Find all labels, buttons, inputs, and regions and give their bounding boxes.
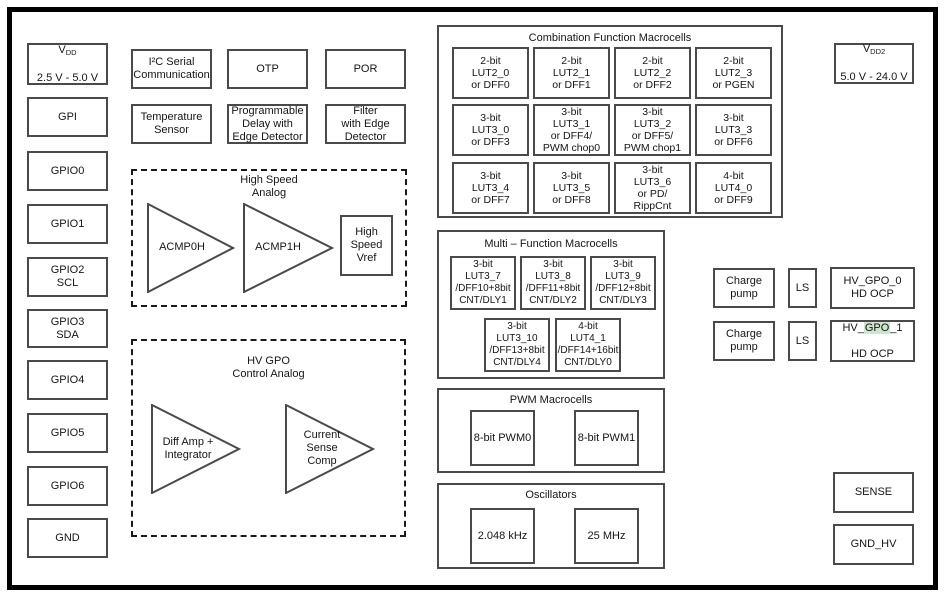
block-hv-gpo-0: HV_GPO_0 HD OCP	[830, 267, 915, 309]
group-combination-macrocells: Combination Function Macrocells 2-bit LU…	[437, 25, 783, 218]
group-pwm-macrocells: PWM Macrocells 8-bit PWM0 8-bit PWM1	[437, 388, 665, 473]
diff-amp-triangle	[151, 404, 241, 494]
macrocell-lut2-0: 2-bit LUT2_0 or DFF0	[452, 47, 529, 99]
macrocell-pwm1: 8-bit PWM1	[574, 410, 639, 466]
macrocell-pwm0: 8-bit PWM0	[470, 410, 535, 466]
acmp0h-triangle	[147, 203, 235, 293]
hv-gpo-1-highlight: GPO	[863, 321, 891, 334]
macrocell-lut3-10: 3-bit LUT3_10 /DFF13+8bit CNT/DLY4	[484, 318, 550, 372]
pin-gpio5: GPIO5	[27, 413, 108, 453]
pin-gpio3-sda: GPIO3 SDA	[27, 309, 108, 348]
group-multi-function-macrocells: Multi – Function Macrocells 3-bit LUT3_7…	[437, 230, 665, 379]
group-hv-gpo-analog-title: HV GPO Control Analog	[232, 355, 305, 380]
macrocell-lut2-2: 2-bit LUT2_2 or DFF2	[614, 47, 691, 99]
block-filter-edge: Filter with Edge Detector	[325, 104, 406, 144]
current-sense-triangle	[285, 404, 375, 494]
pin-vdd-range: 2.5 V - 5.0 V	[36, 71, 99, 84]
macrocell-lut3-7: 3-bit LUT3_7 /DFF10+8bit CNT/DLY1	[450, 256, 516, 310]
diagram-outer-frame	[7, 7, 938, 590]
block-ls-1: LS	[788, 321, 817, 361]
group-pwm-title: PWM Macrocells	[509, 394, 593, 406]
acmp1h-triangle	[243, 203, 334, 293]
pin-gpio2-scl: GPIO2 SCL	[27, 257, 108, 297]
macrocell-lut3-6: 3-bit LUT3_6 or PD/ RippCnt	[614, 162, 691, 214]
block-hv-gpo-1-line2: HD OCP	[851, 347, 894, 360]
pin-gnd: GND	[27, 518, 108, 558]
block-otp: OTP	[227, 49, 308, 89]
pin-vdd-label: VDD	[58, 43, 77, 57]
pin-vdd2-label: VDD2	[862, 43, 886, 56]
macrocell-lut2-1: 2-bit LUT2_1 or DFF1	[533, 47, 610, 99]
macrocell-lut3-9: 3-bit LUT3_9 /DFF12+8bit CNT/DLY3	[590, 256, 656, 310]
current-sense-label: Current Sense Comp	[303, 429, 341, 467]
pin-gpi: GPI	[27, 97, 108, 137]
group-oscillators: Oscillators 2.048 kHz 25 MHz	[437, 483, 665, 569]
block-high-speed-vref: High Speed Vref	[340, 215, 393, 276]
block-i2c-serial: I²C Serial Communication	[131, 49, 212, 89]
group-high-speed-analog-title: High Speed Analog	[240, 174, 298, 199]
macrocell-lut3-5: 3-bit LUT3_5 or DFF8	[533, 162, 610, 214]
macrocell-lut4-1: 4-bit LUT4_1 /DFF14+16bit CNT/DLY0	[555, 318, 621, 372]
macrocell-lut4-0: 4-bit LUT4_0 or DFF9	[695, 162, 772, 214]
macrocell-lut3-0: 3-bit LUT3_0 or DFF3	[452, 104, 529, 156]
pin-vdd2-range: 5.0 V - 24.0 V	[840, 71, 908, 83]
macrocell-lut3-4: 3-bit LUT3_4 or DFF7	[452, 162, 529, 214]
pin-gpio4: GPIO4	[27, 360, 108, 400]
block-hv-gpo-1-line1: HV_GPO_1	[842, 321, 903, 334]
group-oscillators-title: Oscillators	[525, 489, 577, 501]
pin-gpio1: GPIO1	[27, 204, 108, 244]
oscillator-25mhz: 25 MHz	[574, 508, 639, 564]
block-temp-sensor: Temperature Sensor	[131, 104, 212, 144]
acmp1h-label: ACMP1H	[255, 241, 301, 253]
group-multi-title: Multi – Function Macrocells	[484, 238, 618, 250]
macrocell-lut3-2: 3-bit LUT3_2 or DFF5/ PWM chop1	[614, 104, 691, 156]
oscillator-2048khz: 2.048 kHz	[470, 508, 535, 564]
pin-vdd: VDD 2.5 V - 5.0 V	[27, 43, 108, 85]
pin-gpio6: GPIO6	[27, 466, 108, 506]
block-charge-pump-0: Charge pump	[713, 268, 775, 308]
pin-sense: SENSE	[833, 472, 914, 513]
macrocell-lut3-3: 3-bit LUT3_3 or DFF6	[695, 104, 772, 156]
block-por: POR	[325, 49, 406, 89]
pin-gnd-hv: GND_HV	[833, 524, 914, 565]
acmp0h-label: ACMP0H	[159, 241, 205, 253]
pin-gpio0: GPIO0	[27, 151, 108, 191]
macrocell-lut2-3: 2-bit LUT2_3 or PGEN	[695, 47, 772, 99]
macrocell-lut3-1: 3-bit LUT3_1 or DFF4/ PWM chop0	[533, 104, 610, 156]
block-ls-0: LS	[788, 268, 817, 308]
block-charge-pump-1: Charge pump	[713, 321, 775, 361]
diff-amp-label: Diff Amp + Integrator	[162, 435, 214, 461]
group-combination-title: Combination Function Macrocells	[528, 32, 692, 44]
macrocell-lut3-8: 3-bit LUT3_8 /DFF11+8bit CNT/DLY2	[520, 256, 586, 310]
block-hv-gpo-1: HV_GPO_1 HD OCP	[830, 320, 915, 362]
block-prog-delay: Programmable Delay with Edge Detector	[227, 104, 308, 144]
pin-vdd2: VDD2 5.0 V - 24.0 V	[834, 43, 914, 84]
